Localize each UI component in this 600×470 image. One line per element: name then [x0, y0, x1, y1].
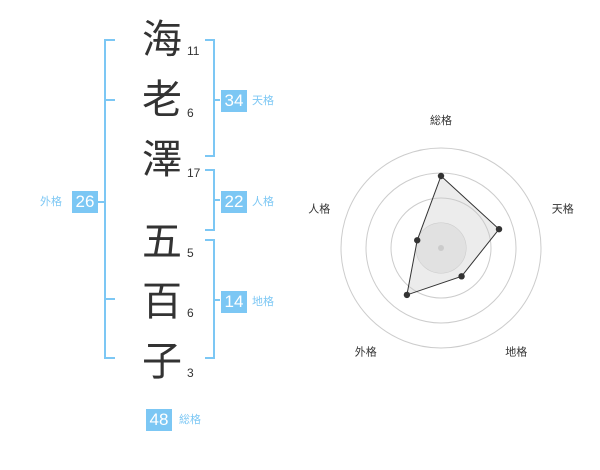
gaikaku-bracket — [104, 39, 115, 359]
radar-point-2 — [495, 225, 503, 233]
radar-point-1 — [437, 172, 445, 180]
radar-ring-4 — [340, 147, 542, 349]
chikaku-label: 地格 — [252, 295, 274, 308]
radar-axis-label-3: 地格 — [505, 345, 527, 359]
name-char-1: 海 — [142, 17, 182, 63]
gaikaku-value: 26 — [72, 191, 98, 213]
radar-ring-2 — [390, 197, 492, 299]
chikaku-value: 14 — [221, 291, 247, 313]
jinkaku-label: 人格 — [252, 195, 274, 208]
radar-axis-label-2: 天格 — [552, 201, 574, 215]
radar-axis-label-4: 外格 — [355, 345, 377, 359]
radar-polygon — [406, 175, 500, 296]
stroke-count-2: 6 — [187, 106, 194, 120]
stroke-count-6: 3 — [187, 366, 194, 380]
radar-axis-label-5: 人格 — [308, 201, 330, 215]
tenkaku-bracket — [205, 39, 215, 157]
stroke-count-5: 6 — [187, 306, 194, 320]
name-char-5: 百 — [142, 279, 182, 325]
name-char-2: 老 — [142, 77, 182, 123]
stroke-count-4: 5 — [187, 246, 194, 260]
name-char-3: 澤 — [142, 137, 182, 183]
soukaku-label: 総格 — [179, 413, 201, 426]
radar-center-dot — [438, 245, 444, 251]
radar-point-5 — [414, 237, 421, 244]
gaikaku-label: 外格 — [40, 195, 62, 208]
name-char-4: 五 — [142, 219, 182, 265]
radar-point-3 — [458, 273, 465, 280]
stroke-count-3: 17 — [187, 166, 201, 180]
soukaku-value: 48 — [146, 409, 172, 431]
stroke-count-1: 11 — [187, 44, 200, 58]
name-char-6: 子 — [142, 339, 182, 385]
jinkaku-value: 22 — [221, 191, 247, 213]
tenkaku-label: 天格 — [252, 94, 274, 107]
radar-axis-label-1: 総格 — [430, 113, 452, 127]
radar-point-4 — [403, 291, 411, 299]
tenkaku-value: 34 — [221, 90, 247, 112]
